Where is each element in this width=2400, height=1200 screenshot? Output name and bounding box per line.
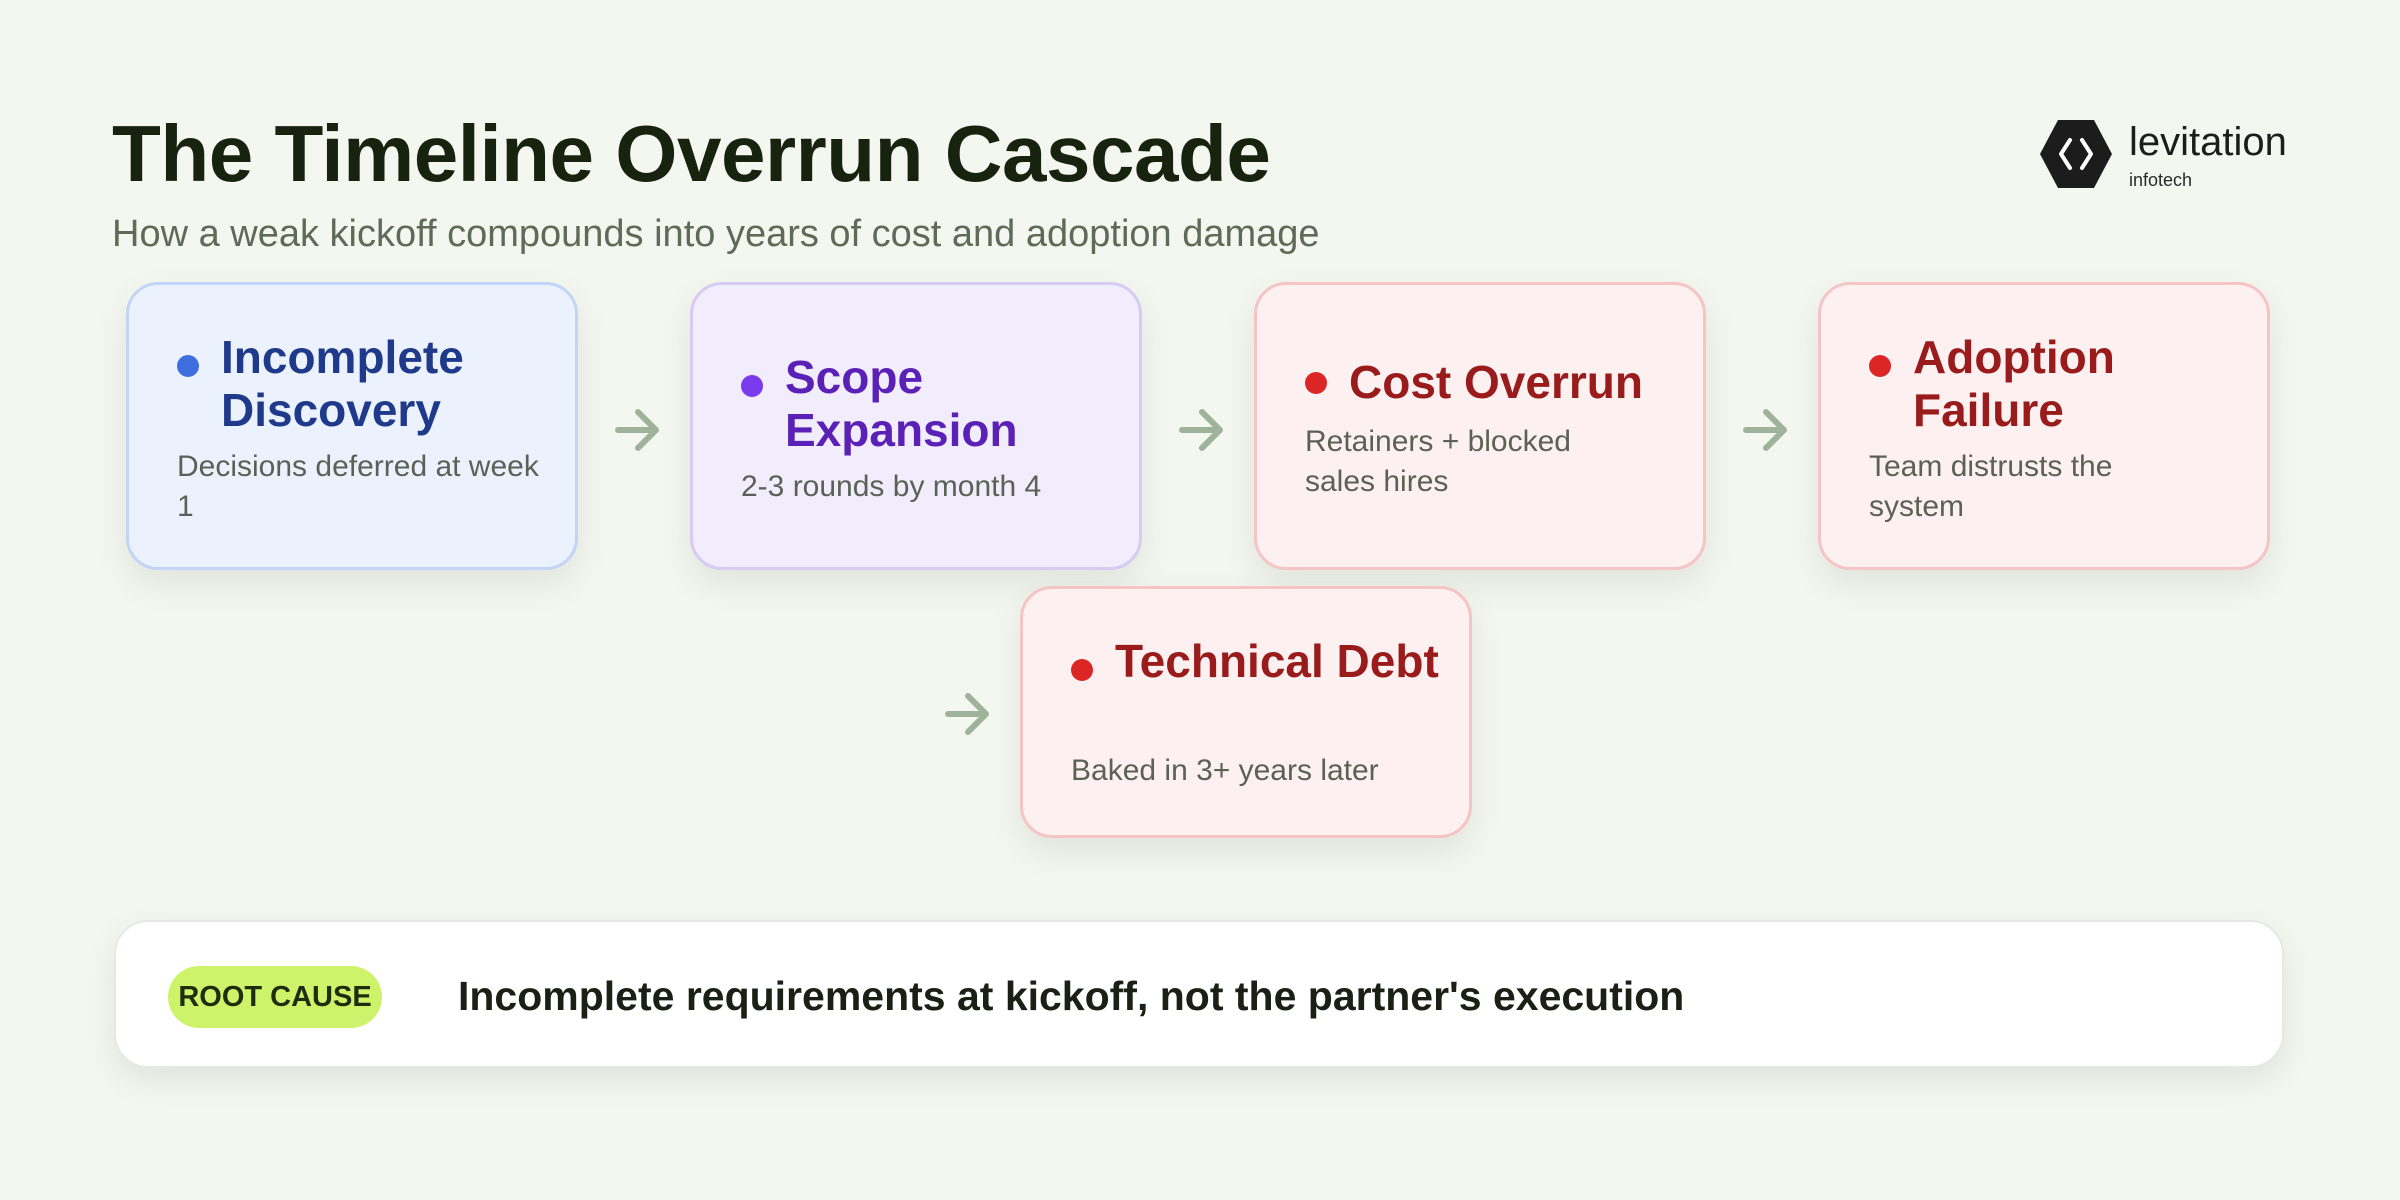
arrow-right-icon	[945, 693, 989, 735]
root-cause-text: Incomplete requirements at kickoff, not …	[458, 973, 1685, 1019]
cascade-card-scope-expansion: Scope Expansion 2-3 rounds by month 4	[690, 282, 1142, 570]
logo-subtitle: infotech	[2129, 170, 2193, 190]
card-description: Retainers + blocked sales hires	[1305, 425, 1571, 498]
logo-name: levitation	[2129, 120, 2287, 164]
status-dot	[1305, 372, 1327, 394]
hexagon-code-icon	[2040, 120, 2112, 188]
cascade-card-adoption-failure: Adoption Failure Team distrusts the syst…	[1818, 282, 2270, 570]
status-dot	[1869, 355, 1891, 377]
status-dot	[741, 375, 763, 397]
company-logo: levitation infotech	[2040, 118, 2300, 198]
arrow-right-icon	[1179, 409, 1223, 451]
card-description: Decisions deferred at week 1	[177, 450, 539, 523]
card-description: Baked in 3+ years later	[1071, 754, 1379, 787]
card-title: Cost Overrun	[1349, 356, 1643, 408]
card-title: Scope Expansion	[785, 351, 1018, 456]
cascade-card-cost-overrun: Cost Overrun Retainers + blocked sales h…	[1254, 282, 1706, 570]
cascade-card-incomplete-discovery: Incomplete Discovery Decisions deferred …	[126, 282, 578, 570]
status-dot	[177, 355, 199, 377]
root-cause-panel: ROOT CAUSE Incomplete requirements at ki…	[114, 920, 2284, 1068]
cascade-card-technical-debt: Technical Debt Baked in 3+ years later	[1020, 586, 1472, 838]
arrow-right-icon	[615, 409, 659, 451]
card-title: Adoption Failure	[1913, 331, 2115, 436]
card-description: Team distrusts the system	[1869, 450, 2113, 523]
card-title: Technical Debt	[1115, 635, 1439, 687]
page-title: The Timeline Overrun Cascade	[112, 109, 1271, 198]
card-title: Incomplete Discovery	[221, 331, 464, 436]
card-description: 2-3 rounds by month 4	[741, 470, 1042, 503]
arrow-right-icon	[1743, 409, 1787, 451]
page-subtitle: How a weak kickoff compounds into years …	[112, 213, 1320, 255]
root-cause-badge: ROOT CAUSE	[168, 966, 382, 1028]
status-dot	[1071, 659, 1093, 681]
